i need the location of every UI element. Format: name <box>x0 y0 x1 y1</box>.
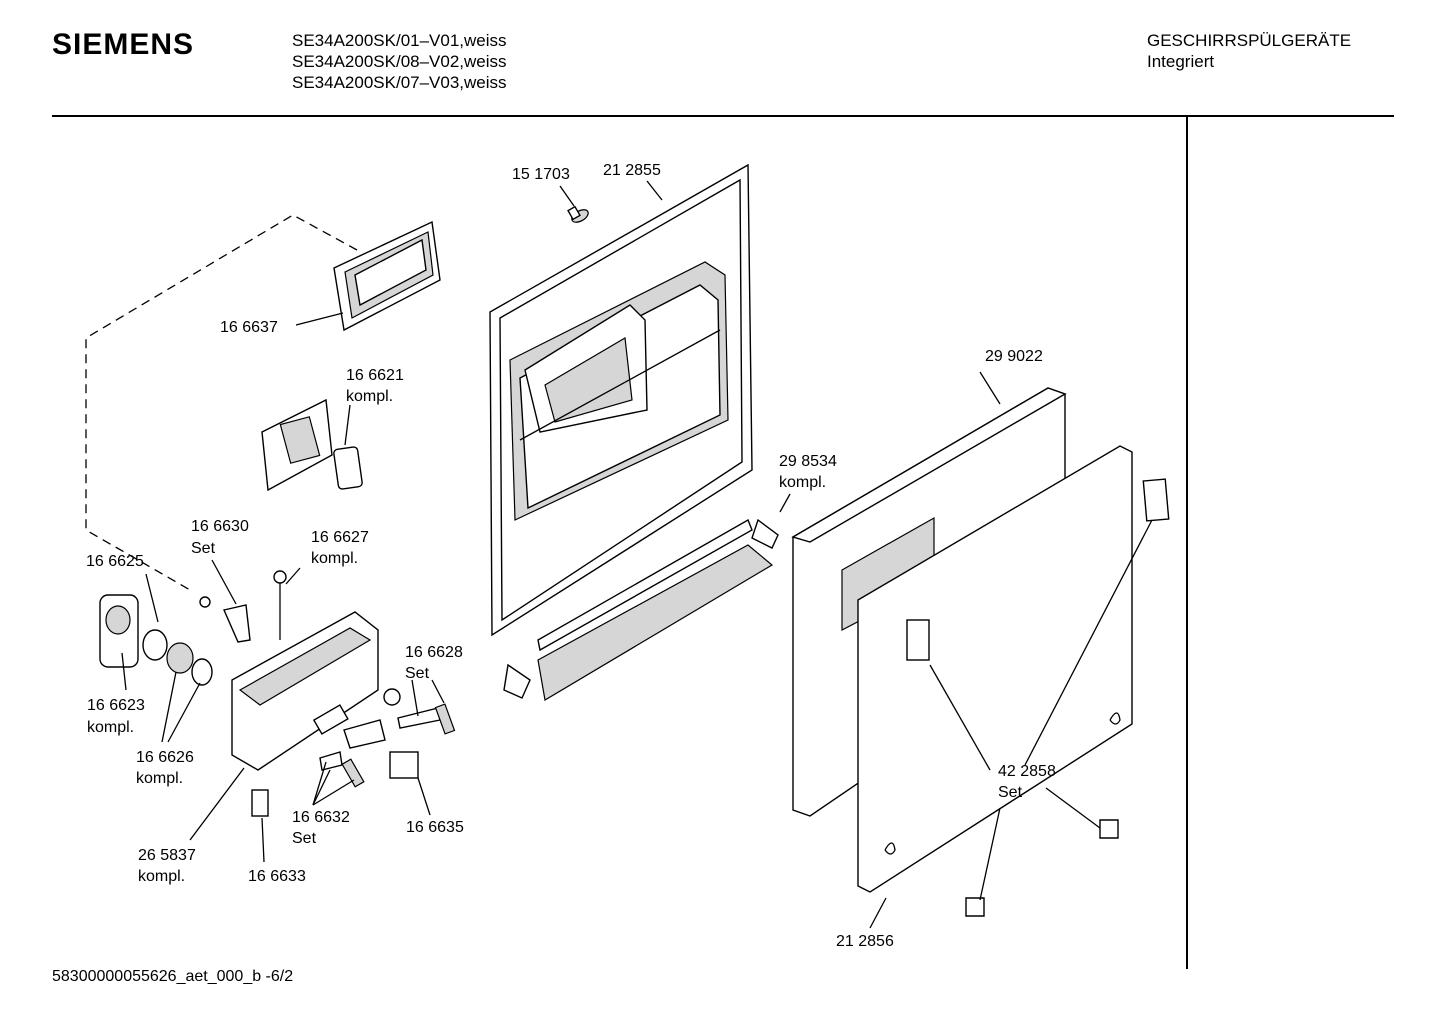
part-number: 42 2858 <box>998 763 1056 780</box>
inner-door-panel <box>489 163 753 637</box>
part-number: 16 6627 <box>311 529 369 546</box>
header-divider <box>52 115 1394 117</box>
part-number: 16 6635 <box>406 819 464 836</box>
dashed-group-line <box>85 214 358 591</box>
part-suffix: Set <box>191 540 216 557</box>
part-suffix: kompl. <box>136 770 183 787</box>
dispenser-cover <box>261 398 363 492</box>
part-suffix: Set <box>998 784 1023 801</box>
part-number: 16 6621 <box>346 367 404 384</box>
part-labels: 15 1703 21 2855 16 6637 16 6621 kompl. 2… <box>86 162 1056 950</box>
decor-pad <box>906 619 930 661</box>
part-number: 15 1703 <box>512 166 570 183</box>
part-number: 21 2856 <box>836 933 894 950</box>
part-number: 16 6626 <box>136 749 194 766</box>
part-number: 16 6632 <box>292 809 350 826</box>
model-line: SE34A200SK/07–V03,weiss <box>292 73 507 92</box>
part-number: 16 6630 <box>191 518 249 535</box>
appliance-category: GESCHIRRSPÜLGERÄTE Integriert <box>1147 30 1351 72</box>
part-suffix: Set <box>405 665 430 682</box>
model-line: SE34A200SK/01–V01,weiss <box>292 31 507 50</box>
part-suffix: kompl. <box>138 868 185 885</box>
category-subtitle: Integriert <box>1147 52 1215 71</box>
part-suffix: kompl. <box>311 550 358 567</box>
small-parts <box>199 570 1119 917</box>
model-line: SE34A200SK/08–V02,weiss <box>292 52 507 71</box>
part-suffix: kompl. <box>346 388 393 405</box>
part-number: 29 8534 <box>779 453 837 470</box>
document-code: 58300000055626_aet_000_b -6/2 <box>52 968 294 985</box>
part-suffix: kompl. <box>779 474 826 491</box>
screw-part <box>567 205 589 223</box>
brand-logo: SIEMENS <box>52 28 195 61</box>
leader-lines <box>121 180 1153 929</box>
category-title: GESCHIRRSPÜLGERÄTE <box>1147 31 1352 50</box>
part-number: 26 5837 <box>138 847 196 864</box>
part-number: 16 6637 <box>220 319 278 336</box>
decor-panel <box>857 445 1170 893</box>
part-number: 16 6625 <box>86 553 144 570</box>
part-number: 16 6623 <box>87 697 145 714</box>
part-number: 21 2855 <box>603 162 661 179</box>
control-panel-housing <box>231 611 379 771</box>
part-suffix: Set <box>292 830 317 847</box>
side-divider <box>1186 117 1188 969</box>
window-frame <box>333 220 441 332</box>
door-rail <box>503 518 779 701</box>
part-number: 16 6633 <box>248 868 306 885</box>
model-list: SE34A200SK/01–V01,weiss SE34A200SK/08–V0… <box>292 30 507 93</box>
part-number: 16 6628 <box>405 644 463 661</box>
knob-assembly <box>99 594 213 686</box>
part-suffix: kompl. <box>87 719 134 736</box>
part-number: 29 9022 <box>985 348 1043 365</box>
